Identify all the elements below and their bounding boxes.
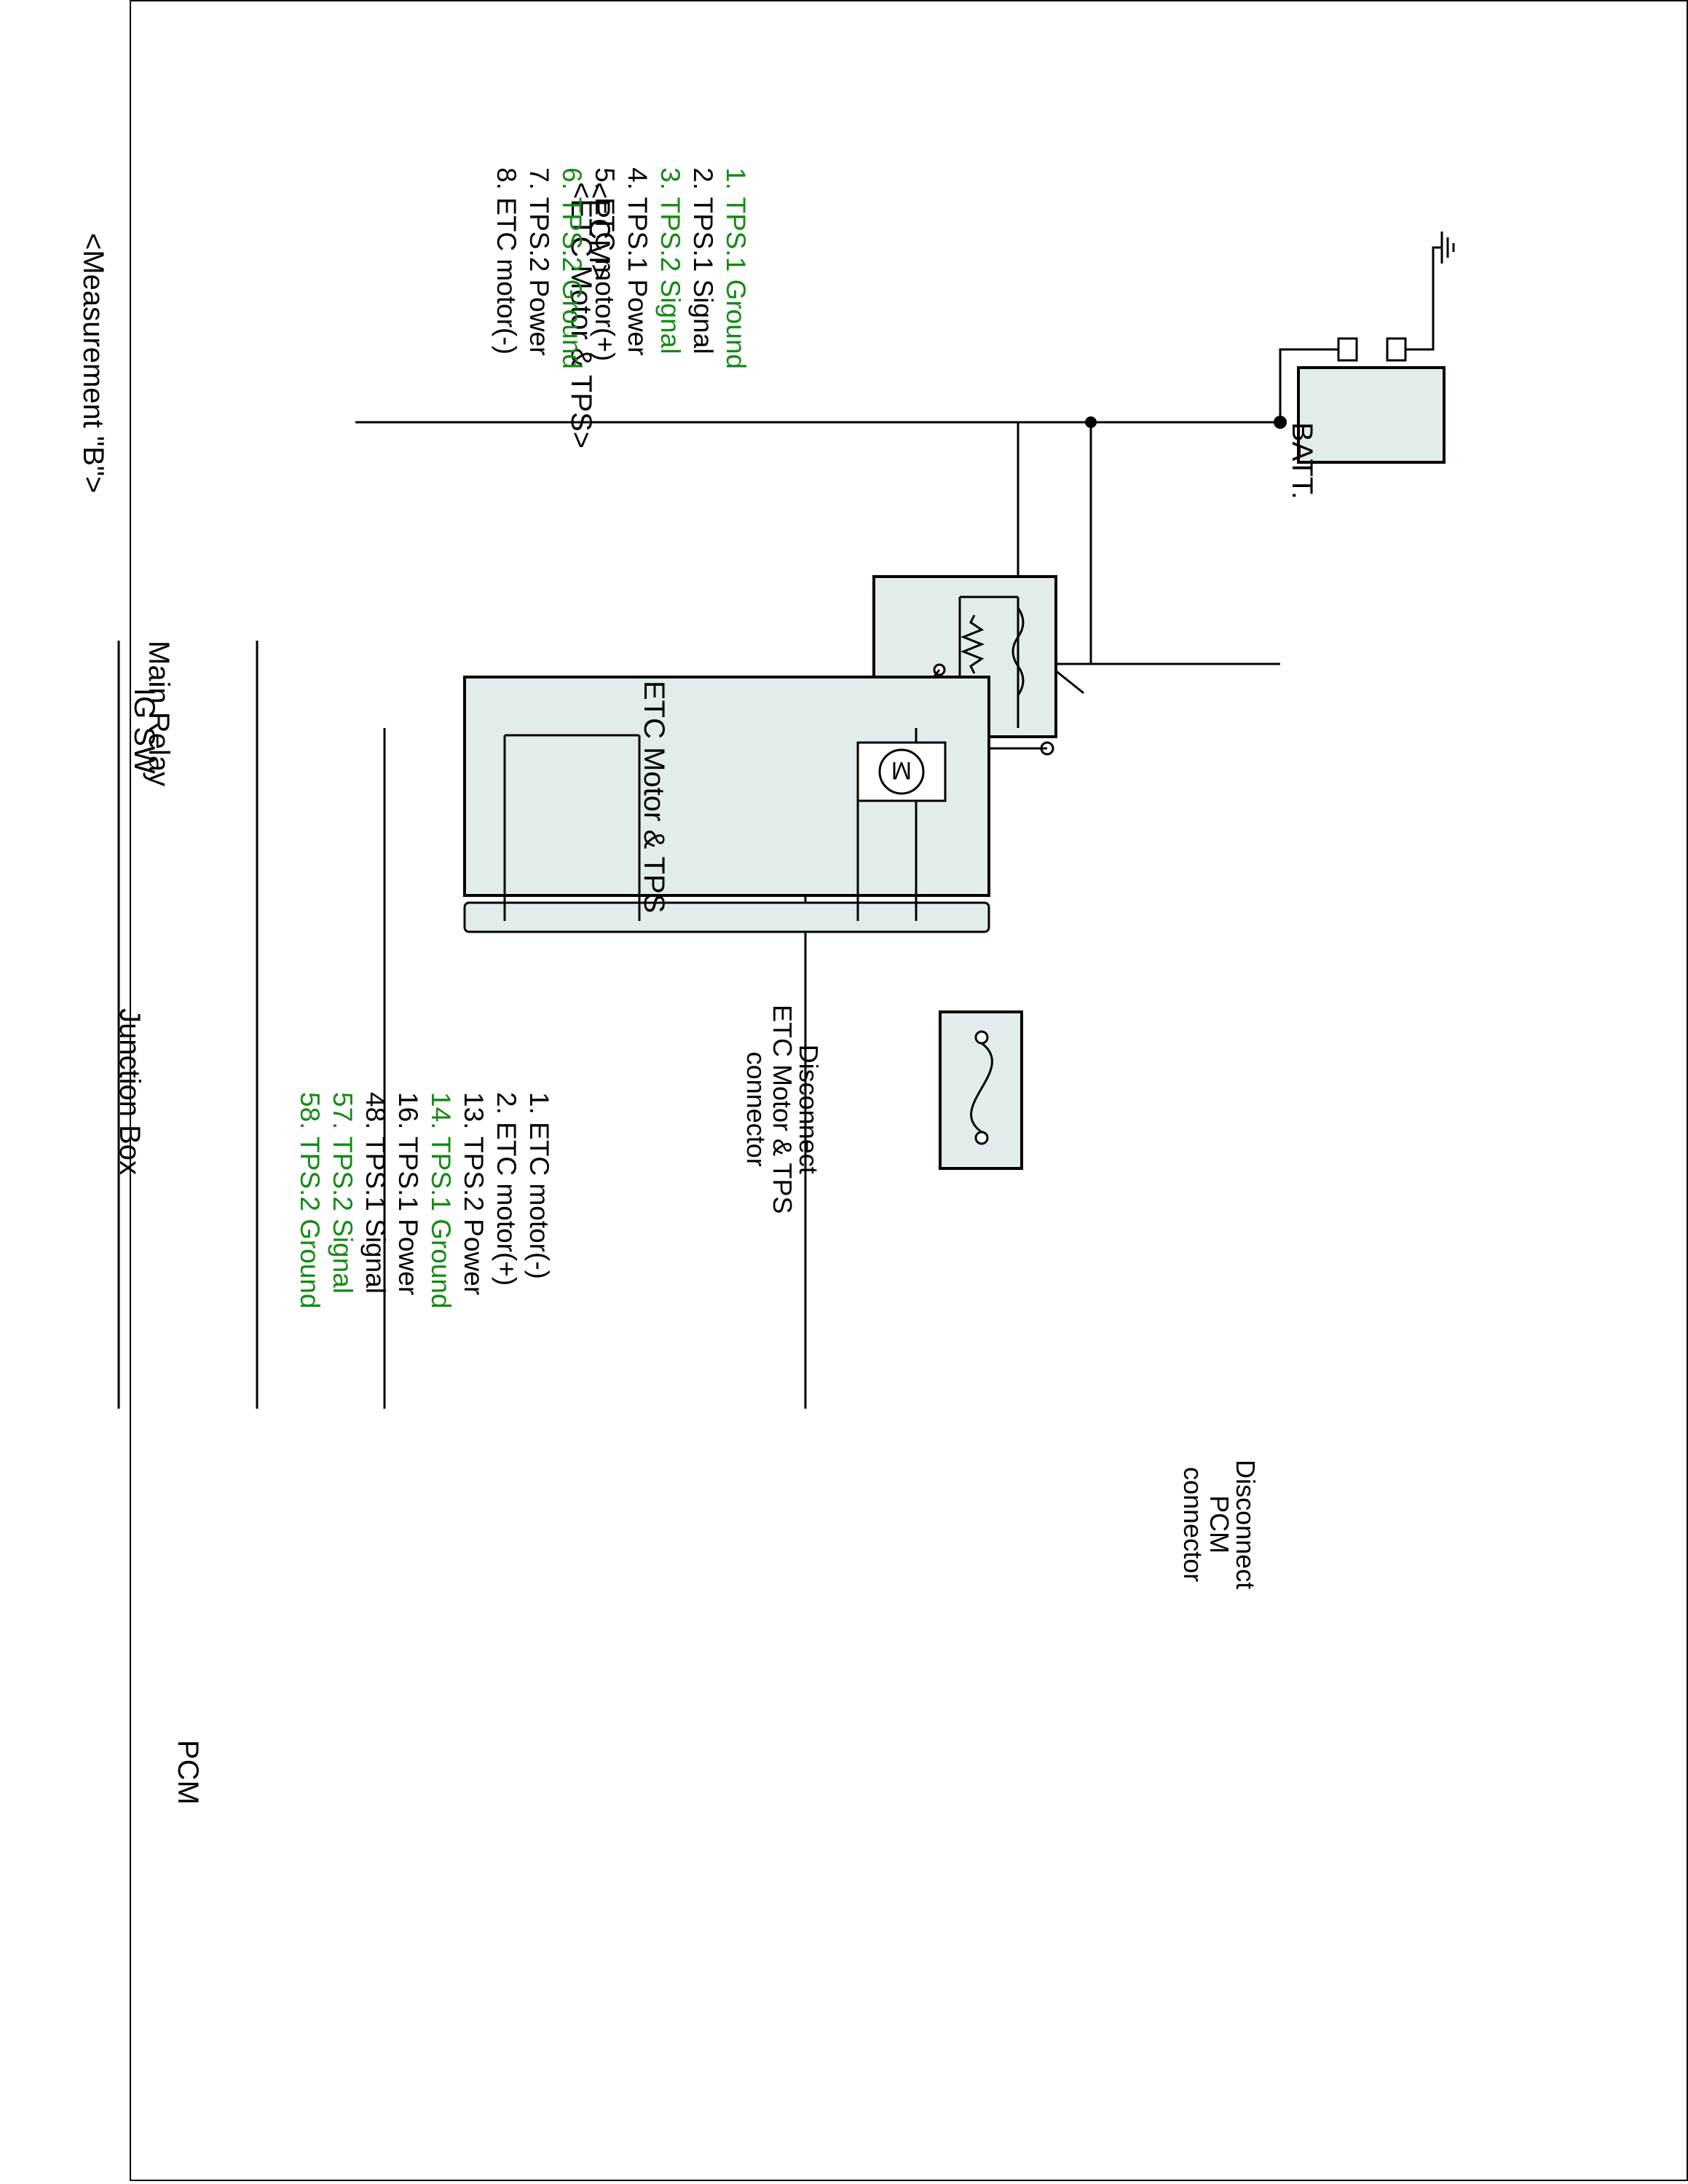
etc-pin-list-item-2: 2. TPS.1 Signal — [688, 167, 718, 355]
pcm-pin-list-item-5: 16. TPS.1 Power — [393, 1092, 423, 1296]
etc-pin-list-item-8: 8. ETC motor(-) — [492, 167, 521, 355]
etc-pin-list-item-7: 7. TPS.2 Power — [524, 167, 554, 356]
fuse-icon — [970, 1030, 993, 1145]
etc-pin-list-item-1: 1. TPS.1 Ground — [721, 167, 751, 369]
pcm-pin-list-item-7: 57. TPS.2 Signal — [328, 1092, 358, 1294]
pcm-pin-list-item-8: 58. TPS.2 Ground — [295, 1092, 325, 1309]
disconnect-etc-label: Disconnect ETC Motor & TPS connector — [741, 1005, 824, 1214]
pcm-pin-list-item-4: 14. TPS.1 Ground — [426, 1092, 456, 1309]
ground-icon — [1440, 232, 1455, 264]
etc-pin-list-item-3: 3. TPS.2 Signal — [655, 167, 685, 355]
junction-box-label: Junction Box — [114, 1008, 146, 1176]
junction-box — [939, 1010, 1023, 1170]
battery-label: BATT. — [1286, 422, 1318, 499]
tps1-potentiometer — [503, 734, 641, 921]
pcm-title: PCM — [172, 1740, 204, 1805]
disconnect-etc-line3: connector — [741, 1051, 771, 1167]
disconnect-pcm-line3: connector — [1178, 1466, 1208, 1583]
measurement-title: <Measurement "B"> — [77, 233, 109, 494]
pcm-pin-list-item-1: 1. ETC motor(-) — [524, 1092, 554, 1279]
pcm-pin-list: 1. ETC motor(-)2. ETC motor(+)13. TPS.2 … — [293, 1092, 556, 1398]
svg-text:M: M — [891, 756, 912, 784]
disconnect-pcm-line1: Disconnect — [1231, 1460, 1261, 1590]
pcm-connector-title: <PCM> — [583, 182, 615, 281]
etc-motor-tps-assembly: M — [463, 676, 990, 933]
etc-pin-list-item-4: 4. TPS.1 Power — [623, 167, 652, 356]
page-frame — [130, 0, 1688, 2181]
motor: M — [856, 728, 947, 921]
disconnect-etc-line2: ETC Motor & TPS — [768, 1005, 797, 1214]
disconnect-pcm-line2: PCM — [1204, 1495, 1234, 1554]
battery — [1279, 232, 1455, 464]
pcm-pin-list-item-2: 2. ETC motor(+) — [492, 1092, 521, 1286]
pcm-pin-list-item-3: 13. TPS.2 Power — [459, 1092, 489, 1296]
main-relay-label: Main Relay — [143, 641, 175, 787]
disconnect-pcm-label: Disconnect PCM connector — [1178, 1460, 1261, 1590]
etc-box-label: ETC Motor & TPS — [638, 681, 670, 914]
disconnect-etc-line1: Disconnect — [794, 1044, 824, 1174]
pcm-pin-list-item-6: 48. TPS.1 Signal — [360, 1092, 390, 1294]
